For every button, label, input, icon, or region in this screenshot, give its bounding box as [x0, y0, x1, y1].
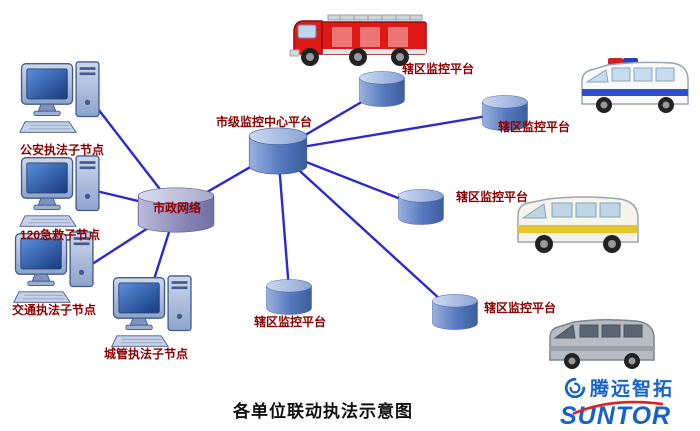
pc-label-traffic: 交通执法子节点	[11, 303, 96, 317]
district-label-4: 辖区监控平台	[253, 315, 326, 329]
logo-brand-word: SUNTOR	[550, 400, 698, 431]
fire-truck-image	[289, 14, 427, 66]
gray-van-image	[549, 318, 655, 369]
district-cylinder-4	[264, 278, 314, 316]
logo-brand-text: SUNTOR	[560, 402, 672, 430]
city-center-label: 市级监控中心平台	[215, 115, 312, 129]
computer-icon-urban	[110, 272, 198, 352]
district-label-1: 辖区监控平台	[401, 62, 474, 76]
pc-label-emergency: 120急救子节点	[19, 228, 101, 242]
district-cylinder-5	[430, 293, 480, 331]
pc-label-police: 公安执法子节点	[19, 143, 104, 157]
computer-icon-police	[18, 58, 106, 138]
suntor-logo: 腾远智拓 SUNTOR	[550, 374, 698, 431]
district-label-5: 辖区监控平台	[483, 301, 556, 315]
logo-chinese-name: 腾远智拓	[590, 379, 675, 400]
district-cylinder-3	[396, 188, 446, 226]
municipal-network-label: 市政网络	[152, 201, 201, 215]
police-van-image	[581, 58, 689, 113]
logo-red-swoosh	[572, 400, 664, 415]
city-center-cylinder	[246, 126, 310, 176]
logo-top-row: 腾远智拓	[550, 374, 698, 401]
ambulance-image	[517, 196, 639, 253]
diagram-title: 各单位联动执法示意图	[233, 402, 413, 421]
district-label-3: 辖区监控平台	[455, 190, 528, 204]
district-label-2: 辖区监控平台	[497, 120, 570, 134]
logo-swirl-icon	[564, 377, 586, 398]
computer-icon-emergency	[18, 152, 106, 232]
pc-label-urban: 城管执法子节点	[103, 347, 188, 361]
